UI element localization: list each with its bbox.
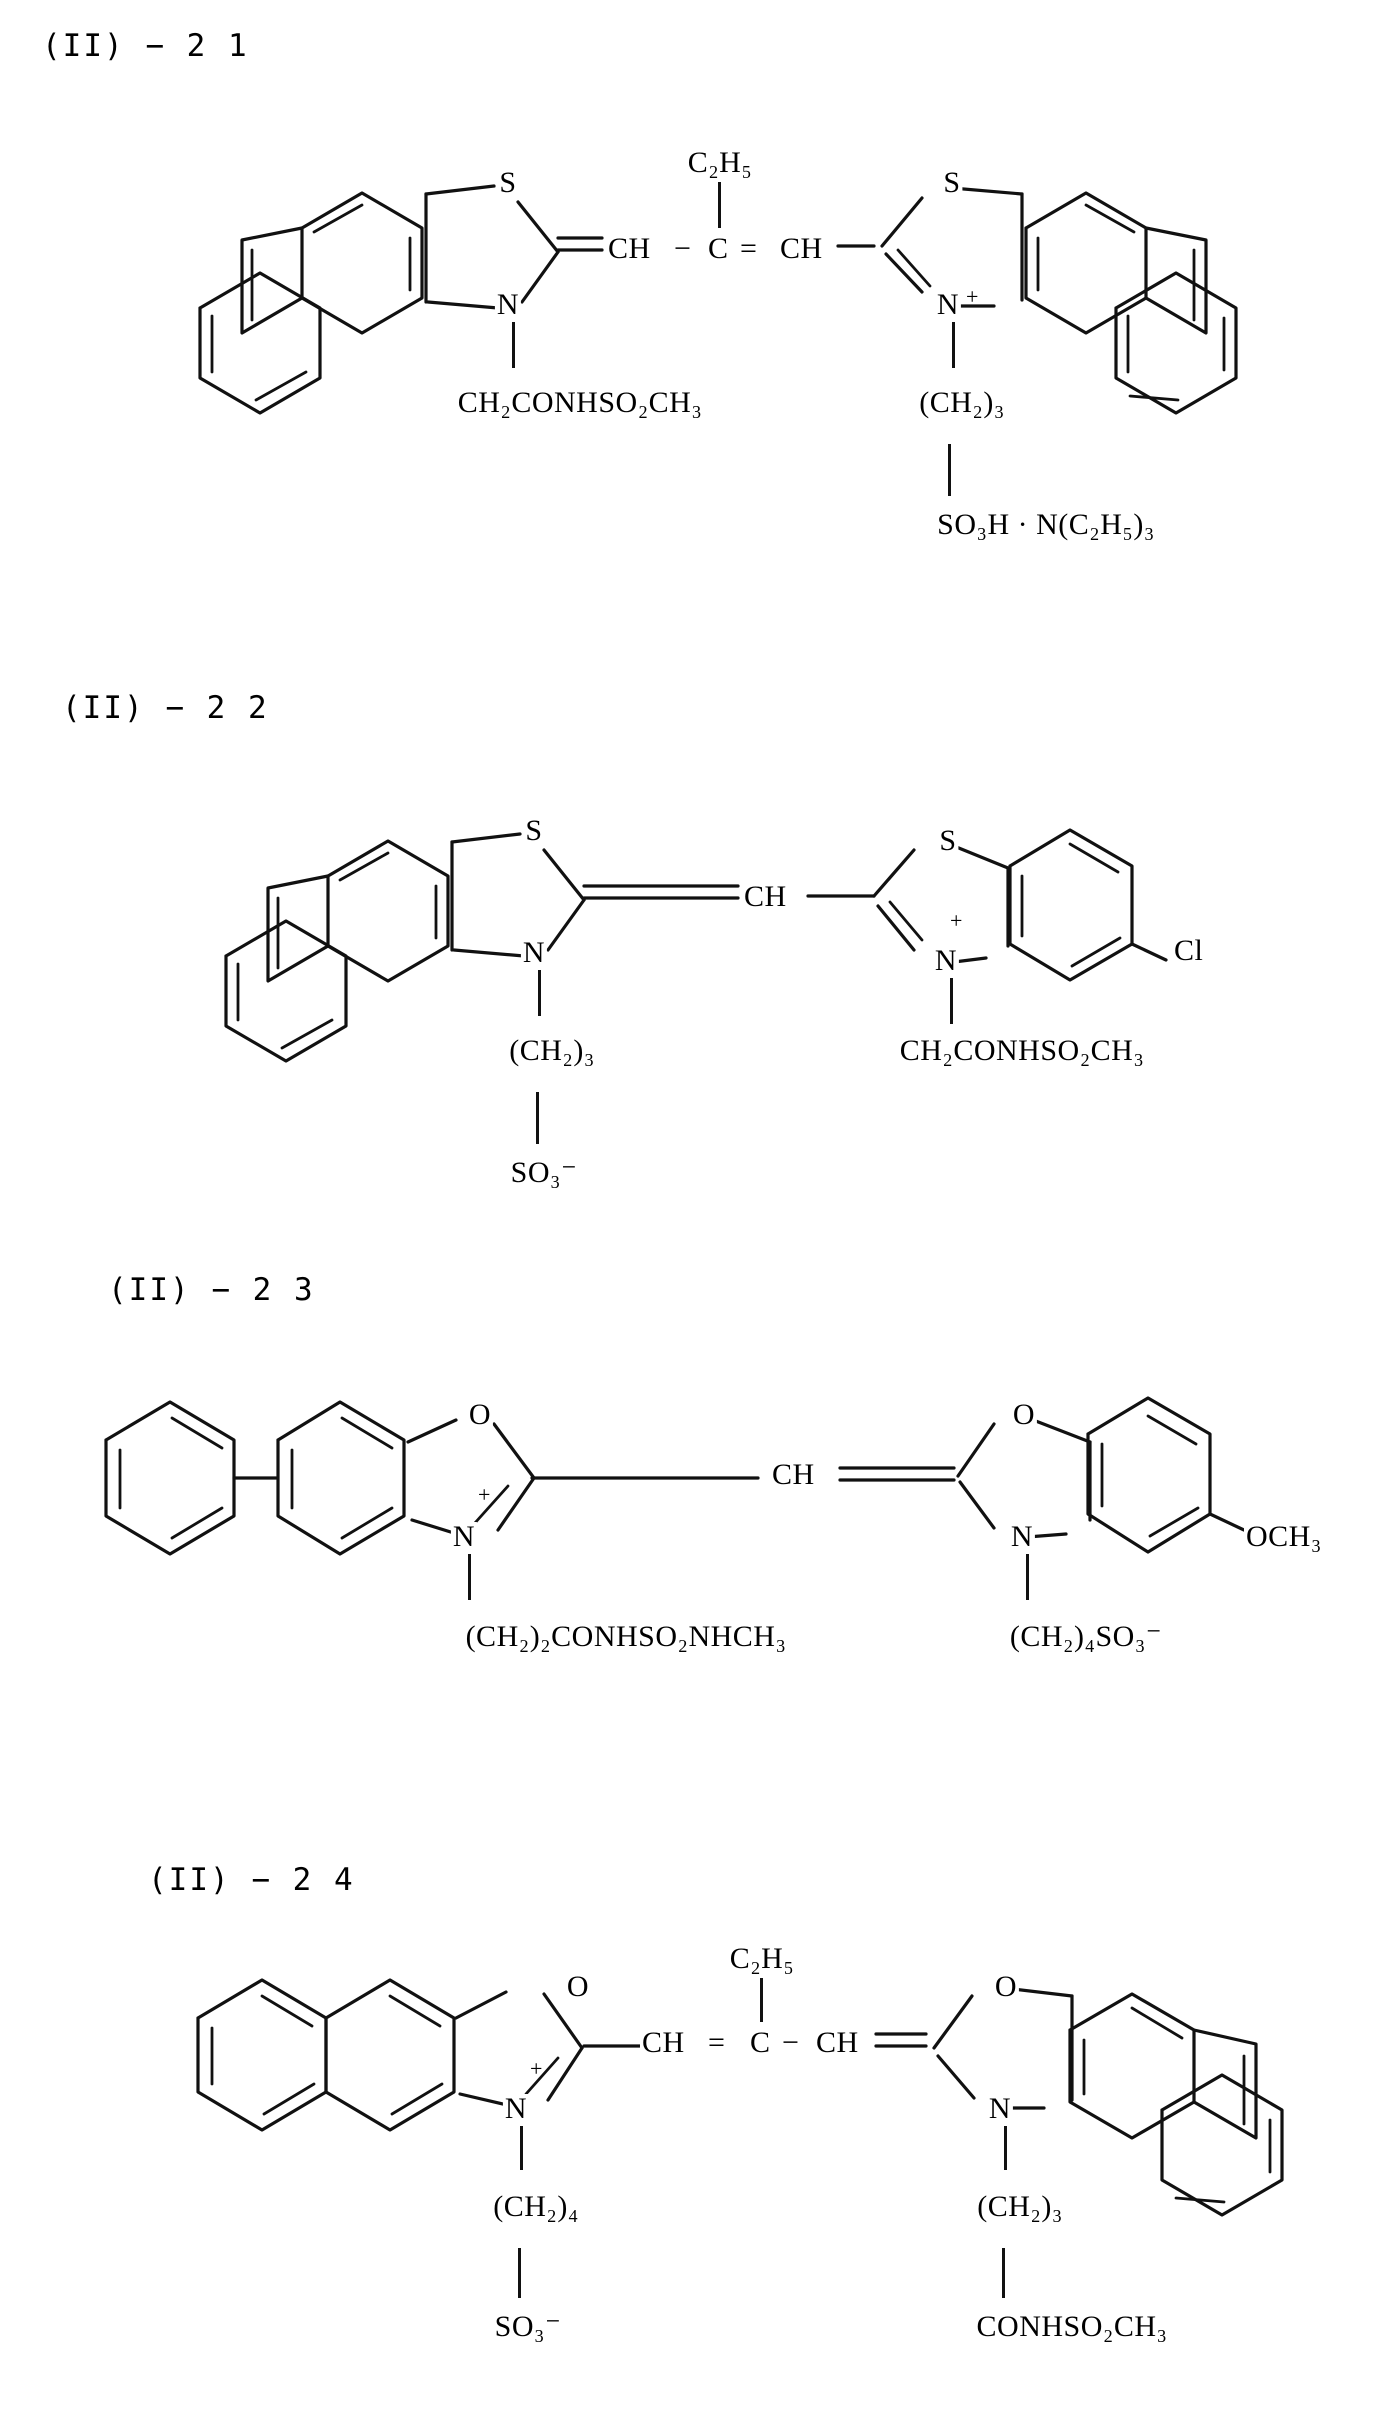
right-sulfonate-bond-21 — [948, 444, 951, 496]
methoxy-substituent-label-23: OCH₃ — [1244, 1520, 1324, 1553]
left-oxazolium-ring-24 — [450, 1982, 620, 2142]
right-sulfur-atom-21: S — [941, 166, 963, 199]
left-nitrogen-atom-22: N — [520, 936, 548, 969]
chain-ch-left-21: CH — [606, 232, 653, 265]
left-n-substituent-bond-21 — [512, 322, 515, 368]
left-n-substituent-label-23: (CH₂)₂CONHSO₂NHCH₃ — [463, 1620, 789, 1653]
methine-to-ring-bond-22 — [806, 886, 878, 906]
right-n-substituent-bond-23 — [1026, 1554, 1029, 1600]
left-exocyclic-double-bond-22 — [582, 878, 742, 908]
left-terminal-label-22: SO₃⁻ — [508, 1156, 580, 1189]
left-naphthalene-ring2-24 — [322, 1968, 522, 2138]
meso-ethyl-label-24: C₂H₅ — [727, 1942, 797, 1975]
left-n-substituent-bond-23 — [468, 1554, 471, 1600]
right-oxazole-ring-23 — [950, 1412, 1120, 1572]
right-terminal-label-21: SO₃H · N(C₂H₅)₃ — [935, 508, 1157, 541]
methine-label-23: CH — [770, 1458, 817, 1491]
chain-ch-left-24: CH — [640, 2026, 687, 2059]
left-naphthalene-ring2-22 — [206, 919, 386, 1098]
left-oxygen-atom-24: O — [564, 1970, 592, 2003]
left-sulfur-atom-21: S — [497, 166, 519, 199]
right-terminal-bond-24 — [1002, 2248, 1005, 2298]
right-nitrogen-atom-21: N — [934, 288, 962, 321]
left-to-chain-bond-24 — [582, 2036, 644, 2056]
compound-label-ii-21: (II) − 2 1 — [42, 28, 249, 64]
right-naphthalene-ring2-21 — [1096, 271, 1296, 450]
right-thiazolium-ring-21 — [872, 180, 1042, 340]
left-n-substituent-label-24: (CH₂)₄ — [491, 2190, 581, 2223]
right-n-substituent-bond-21 — [952, 322, 955, 368]
compound-label-ii-24: (II) − 2 4 — [148, 1862, 355, 1898]
chain-ch-right-21: CH — [778, 232, 825, 265]
left-nitrogen-atom-24: N — [502, 2092, 530, 2125]
chain-to-right-ring-bond-21 — [836, 236, 878, 256]
right-n-substituent-label-23: (CH₂)₄SO₃⁻ — [1007, 1620, 1165, 1653]
chain-center-c-24: C — [748, 2026, 773, 2059]
right-naphthalene-ring2-24 — [1142, 2073, 1342, 2252]
meso-ethyl-bond-21 — [718, 182, 721, 228]
compound-label-ii-23: (II) − 2 3 — [108, 1272, 315, 1308]
right-nitrogen-atom-22: N — [932, 944, 960, 977]
left-sulfur-atom-22: S — [523, 814, 545, 847]
phenyl-ring-23 — [96, 1400, 278, 1564]
right-terminal-label-24: CONHSO₂CH₃ — [974, 2310, 1170, 2343]
right-n-substituent-label-21: (CH₂)₃ — [917, 386, 1007, 419]
left-to-methine-bond-23 — [530, 1468, 762, 1488]
left-thiazole-ring-22 — [444, 828, 614, 988]
right-nitrogen-atom-24: N — [986, 2092, 1014, 2125]
left-exocyclic-double-bond-21 — [556, 230, 606, 260]
right-oxygen-atom-23: O — [1010, 1398, 1038, 1431]
left-oxygen-atom-23: O — [466, 1398, 494, 1431]
right-n-substituent-label-24: (CH₂)₃ — [975, 2190, 1065, 2223]
right-sulfur-atom-22: S — [937, 824, 959, 857]
meso-ethyl-label-21: C₂H₅ — [685, 146, 755, 179]
right-n-substituent-bond-24 — [1004, 2126, 1007, 2170]
right-positive-charge-22: + — [950, 908, 963, 933]
right-benzo-ring-22 — [1006, 828, 1196, 988]
left-sulfonate-bond-22 — [536, 1092, 539, 1144]
compound-label-ii-22: (II) − 2 2 — [62, 690, 269, 726]
chain-bond-left-21: − — [672, 232, 694, 265]
left-n-substituent-bond-22 — [538, 970, 541, 1016]
right-benzo-ring-23 — [1082, 1396, 1272, 1562]
left-nitrogen-atom-21: N — [494, 288, 522, 321]
left-thiazole-ring-21 — [418, 180, 588, 340]
methine-label-22: CH — [742, 880, 789, 913]
chain-bond-right-21: = — [738, 232, 760, 265]
right-n-substituent-bond-22 — [950, 978, 953, 1024]
methine-double-bond-23 — [838, 1460, 958, 1490]
left-positive-charge-23: + — [478, 1482, 491, 1507]
chain-bond-left-24: = — [706, 2026, 728, 2059]
right-n-substituent-label-22: CH₂CONHSO₂CH₃ — [897, 1034, 1147, 1067]
chain-ch-right-24: CH — [814, 2026, 861, 2059]
right-exocyclic-double-bond-24 — [874, 2026, 930, 2056]
left-nitrogen-atom-23: N — [450, 1520, 478, 1553]
left-n-substituent-label-21: CH₂CONHSO₂CH₃ — [455, 386, 705, 419]
right-nitrogen-atom-23: N — [1008, 1520, 1036, 1553]
right-positive-charge-21: + — [966, 284, 979, 309]
left-oxazolium-ring-23 — [398, 1412, 568, 1572]
left-positive-charge-24: + — [530, 2056, 543, 2081]
meso-ethyl-bond-24 — [760, 1978, 763, 2022]
right-naphthalene-ring-24 — [1062, 1972, 1292, 2162]
left-n-substituent-bond-24 — [520, 2126, 523, 2170]
left-terminal-label-24: SO₃⁻ — [492, 2310, 564, 2343]
left-sulfonate-bond-24 — [518, 2248, 521, 2298]
left-benzo-ring-23 — [272, 1400, 462, 1564]
chain-bond-right-24: − — [780, 2026, 802, 2059]
left-naphthalene-ring2-21 — [180, 271, 360, 450]
chain-center-c-21: C — [706, 232, 731, 265]
right-oxygen-atom-24: O — [992, 1970, 1020, 2003]
left-n-substituent-label-22: (CH₂)₃ — [507, 1034, 597, 1067]
chloro-substituent-label-22: Cl — [1172, 934, 1206, 967]
